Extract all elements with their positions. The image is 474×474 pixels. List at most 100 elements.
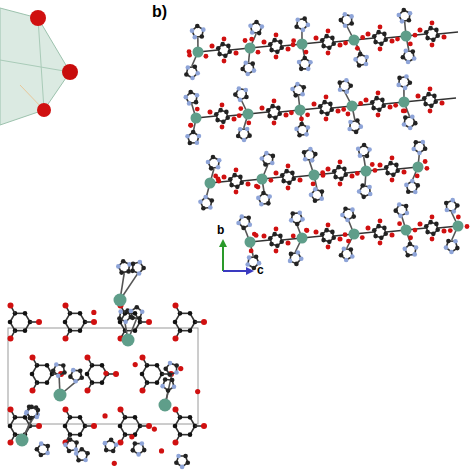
atom: [350, 174, 355, 179]
atom: [330, 230, 335, 235]
atom: [336, 109, 341, 114]
atom: [320, 189, 325, 194]
atom: [23, 311, 28, 316]
atom: [404, 204, 409, 209]
axis-triad: [219, 239, 254, 275]
atom: [133, 328, 138, 333]
atom: [324, 117, 329, 122]
atom: [103, 441, 108, 446]
atom: [388, 161, 393, 166]
atom: [339, 177, 344, 182]
atom: [297, 233, 308, 244]
atom: [272, 38, 277, 43]
atom: [250, 61, 255, 66]
panel-label: b): [152, 4, 167, 20]
atom: [366, 32, 371, 37]
atom: [191, 130, 196, 135]
atom: [340, 213, 345, 218]
atom: [326, 245, 331, 250]
atom: [267, 114, 272, 119]
atom: [172, 384, 177, 389]
atom: [284, 113, 289, 118]
atom: [243, 38, 248, 43]
atom: [137, 316, 142, 321]
atom: [126, 269, 131, 274]
atom: [345, 89, 350, 94]
atom: [133, 311, 138, 316]
axis-label: c: [257, 264, 264, 276]
atom: [349, 247, 354, 252]
atom: [297, 60, 302, 65]
atom: [300, 217, 305, 222]
atom: [142, 448, 147, 453]
atom: [155, 380, 160, 385]
atom: [327, 46, 332, 51]
atom: [362, 143, 367, 148]
atom: [238, 106, 243, 111]
atom: [333, 175, 338, 180]
unit-cell-packing-view: [8, 259, 208, 469]
atom: [412, 56, 417, 61]
atom: [193, 47, 204, 58]
atom: [378, 163, 383, 168]
atom: [85, 451, 90, 456]
atom: [103, 371, 108, 376]
layer-packing-view: [183, 8, 469, 270]
atom: [76, 458, 81, 463]
atom: [347, 127, 352, 132]
atom: [300, 92, 305, 97]
atom: [223, 54, 228, 59]
atom: [401, 31, 412, 42]
atom: [221, 120, 226, 125]
atom: [170, 378, 175, 383]
atom: [195, 71, 200, 76]
atom: [338, 87, 343, 92]
atom: [239, 214, 244, 219]
atom: [275, 50, 280, 55]
atom: [30, 372, 35, 377]
atom: [393, 103, 398, 108]
atom: [289, 252, 294, 257]
atom: [133, 415, 138, 420]
atom: [242, 138, 247, 143]
atom: [203, 195, 208, 200]
atom: [360, 183, 365, 188]
atom: [257, 31, 262, 36]
atom: [109, 438, 114, 443]
atom: [173, 320, 178, 325]
atom: [85, 387, 91, 393]
atom: [244, 95, 249, 100]
atom: [222, 175, 227, 180]
atom: [91, 310, 96, 315]
atom: [424, 166, 429, 171]
atom: [241, 226, 246, 231]
atom: [36, 408, 41, 413]
atom: [16, 434, 29, 447]
atom: [111, 449, 116, 454]
atom: [28, 416, 33, 421]
atom: [393, 208, 398, 213]
atom: [326, 167, 331, 172]
atom: [195, 93, 200, 98]
atom: [314, 230, 319, 235]
atom: [423, 159, 428, 164]
atom: [259, 156, 264, 161]
atom: [190, 28, 195, 33]
atom: [405, 253, 410, 258]
atom: [415, 183, 420, 188]
atom: [274, 227, 279, 232]
atom: [254, 20, 259, 25]
atom: [174, 363, 179, 368]
atom: [141, 266, 146, 271]
atom: [286, 164, 291, 169]
atom: [390, 156, 395, 161]
atom: [176, 454, 181, 459]
atom: [238, 127, 243, 132]
atom: [357, 63, 362, 68]
atom: [195, 107, 200, 112]
atom: [222, 59, 227, 64]
atom: [429, 104, 434, 109]
atom: [428, 26, 433, 31]
atom: [63, 303, 69, 309]
atom: [397, 202, 402, 207]
